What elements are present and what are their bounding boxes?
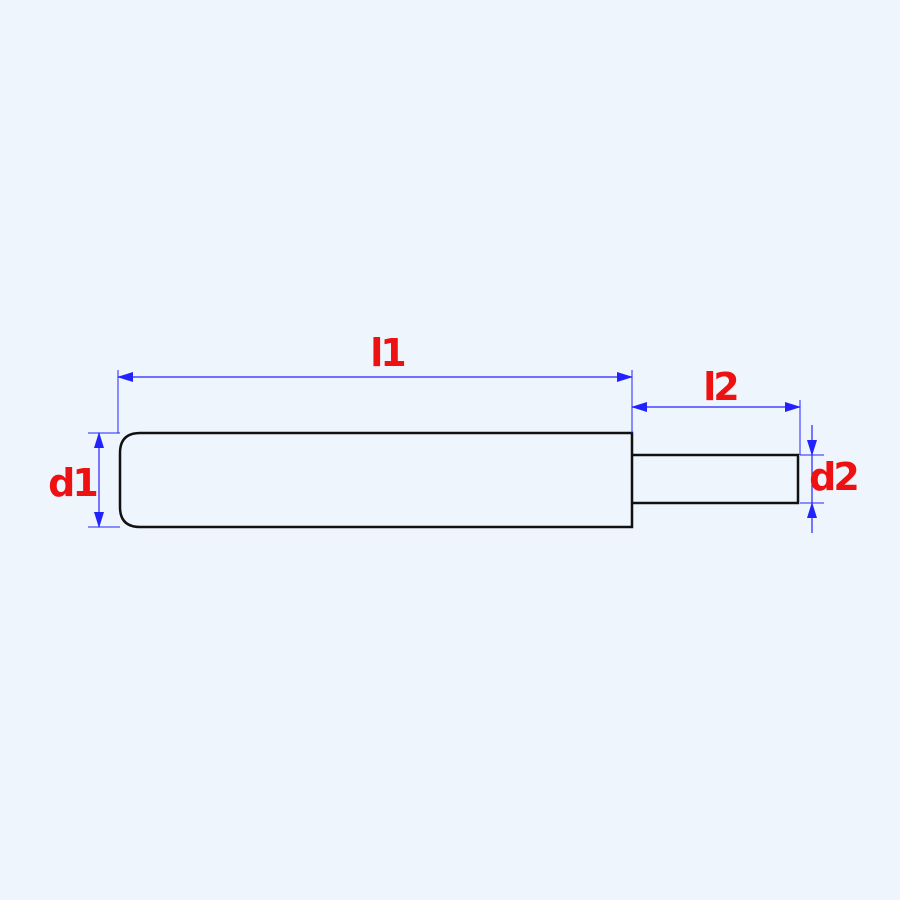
pin-outline [118, 431, 800, 529]
dimension-lines [94, 372, 817, 533]
label-l1: l1 [370, 331, 404, 375]
label-d2: d2 [809, 455, 857, 499]
main-body-outline [118, 431, 634, 529]
label-l2: l2 [703, 365, 737, 409]
dimension-labels: l1 l2 d1 d2 [48, 331, 860, 505]
label-d1: d1 [48, 461, 96, 505]
shank-outline [632, 453, 800, 505]
